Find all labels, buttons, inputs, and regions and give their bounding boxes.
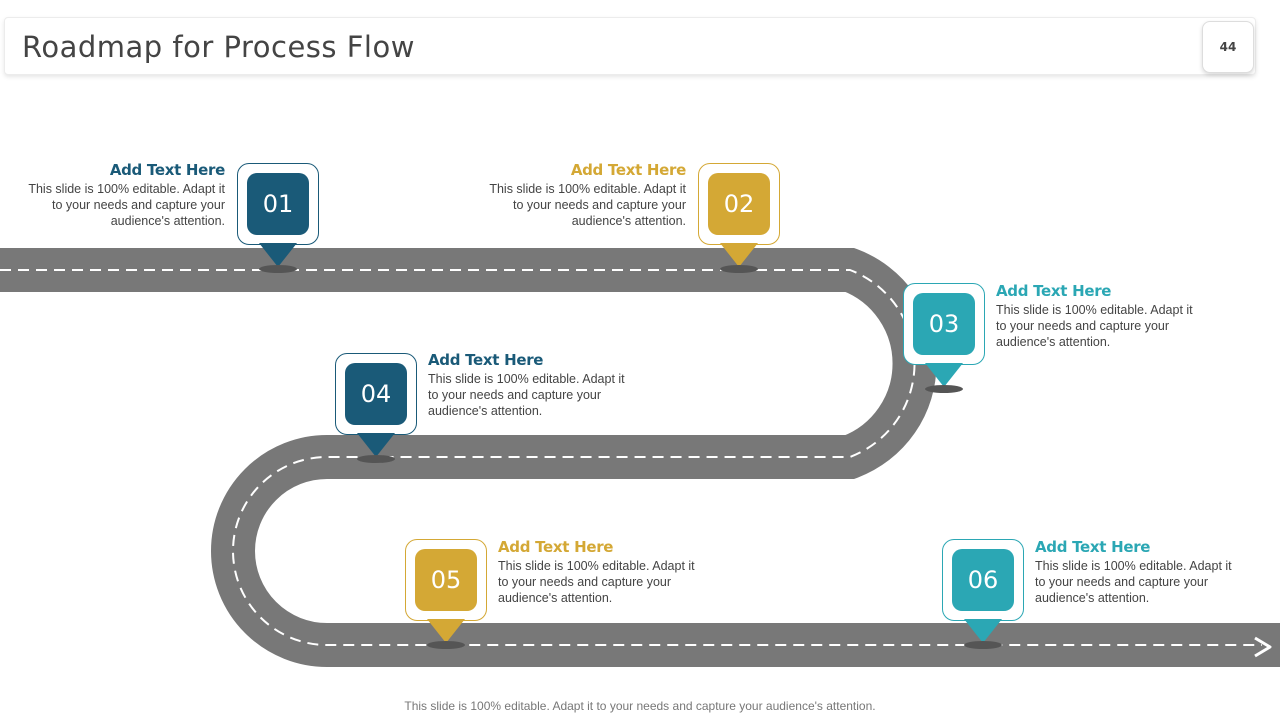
- step-text-05: Add Text Here This slide is 100% editabl…: [498, 537, 703, 606]
- pin-pointer: [925, 363, 963, 387]
- title-bar: [4, 17, 1256, 75]
- step-marker-06: 06: [942, 539, 1026, 649]
- step-text-01: Add Text Here This slide is 100% editabl…: [20, 160, 225, 229]
- pin-pointer: [964, 619, 1002, 643]
- step-number: 06: [952, 549, 1014, 611]
- pin-shadow: [259, 265, 297, 273]
- step-description: This slide is 100% editable. Adapt it to…: [498, 559, 695, 605]
- step-text-04: Add Text Here This slide is 100% editabl…: [428, 350, 633, 419]
- pin-shadow: [720, 265, 758, 273]
- step-text-03: Add Text Here This slide is 100% editabl…: [996, 281, 1201, 350]
- step-marker-01: 01: [237, 163, 321, 273]
- arrow-head-icon: [1254, 636, 1272, 658]
- footer-note: This slide is 100% editable. Adapt it to…: [404, 699, 876, 713]
- step-number: 02: [708, 173, 770, 235]
- page-number-badge: 44: [1202, 21, 1254, 73]
- pin-shadow: [427, 641, 465, 649]
- step-description: This slide is 100% editable. Adapt it to…: [996, 303, 1193, 349]
- step-heading: Add Text Here: [428, 351, 544, 369]
- step-heading: Add Text Here: [1035, 538, 1151, 556]
- step-text-06: Add Text Here This slide is 100% editabl…: [1035, 537, 1240, 606]
- step-number: 04: [345, 363, 407, 425]
- step-text-02: Add Text Here This slide is 100% editabl…: [481, 160, 686, 229]
- pin-pointer: [720, 243, 758, 267]
- step-number: 05: [415, 549, 477, 611]
- step-marker-05: 05: [405, 539, 489, 649]
- step-marker-02: 02: [698, 163, 782, 273]
- slide-title: Roadmap for Process Flow: [22, 30, 415, 64]
- step-heading: Add Text Here: [996, 282, 1112, 300]
- step-description: This slide is 100% editable. Adapt it to…: [428, 372, 625, 418]
- step-description: This slide is 100% editable. Adapt it to…: [489, 182, 686, 228]
- pin-shadow: [357, 455, 395, 463]
- pin-pointer: [427, 619, 465, 643]
- step-heading: Add Text Here: [498, 538, 614, 556]
- step-number: 01: [247, 173, 309, 235]
- pin-shadow: [925, 385, 963, 393]
- step-number: 03: [913, 293, 975, 355]
- pin-shadow: [964, 641, 1002, 649]
- step-heading: Add Text Here: [570, 161, 686, 179]
- step-marker-04: 04: [335, 353, 419, 463]
- pin-pointer: [357, 433, 395, 457]
- step-marker-03: 03: [903, 283, 987, 393]
- road-centerline: [0, 269, 1262, 646]
- step-description: This slide is 100% editable. Adapt it to…: [1035, 559, 1232, 605]
- step-heading: Add Text Here: [109, 161, 225, 179]
- step-description: This slide is 100% editable. Adapt it to…: [28, 182, 225, 228]
- pin-pointer: [259, 243, 297, 267]
